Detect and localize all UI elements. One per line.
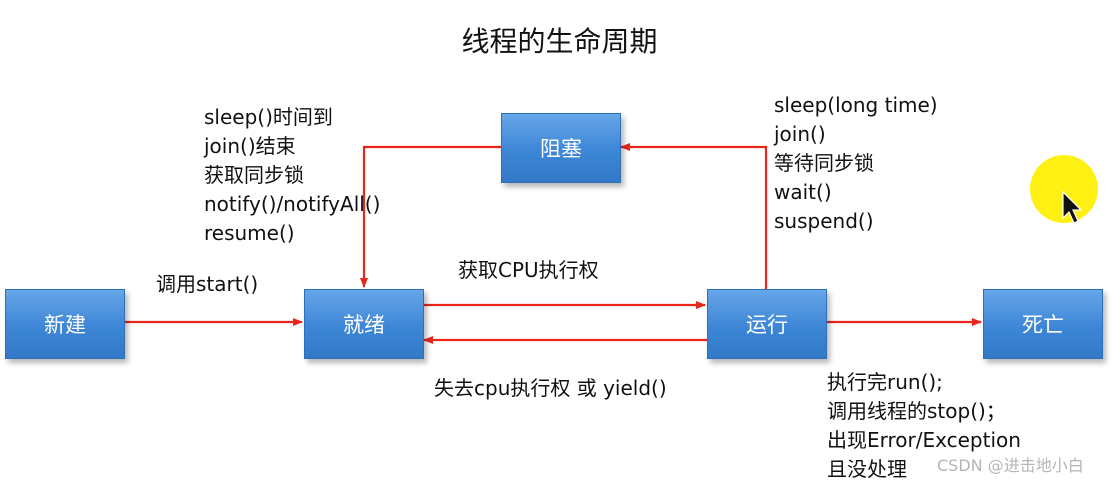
finish-condition: 出现Error/Exception <box>827 428 1021 452</box>
state-new: 新建 <box>5 289 125 359</box>
unblock-condition: 获取同步锁 <box>204 163 304 187</box>
arrow-blocked-to-ready <box>360 145 501 288</box>
finish-condition: 且没处理 <box>827 457 907 481</box>
state-running: 运行 <box>707 289 827 359</box>
unblock-condition: resume() <box>204 221 295 245</box>
block-condition: wait() <box>774 180 832 204</box>
state-blocked: 阻塞 <box>501 113 621 183</box>
block-condition: join() <box>774 122 826 146</box>
label-get-cpu: 获取CPU执行权 <box>458 258 599 282</box>
label-finish-conditions: 执行完run(); 调用线程的stop()； 出现Error/Exception… <box>827 368 1021 484</box>
label-block-conditions: sleep(long time) join() 等待同步锁 wait() sus… <box>774 91 938 236</box>
watermark: CSDN @进击地小白 <box>937 456 1084 475</box>
mouse-pointer-icon <box>1062 191 1083 224</box>
arrow-running-to-blocked <box>620 143 768 289</box>
unblock-condition: sleep()时间到 <box>204 105 333 129</box>
label-lose-cpu: 失去cpu执行权 或 yield() <box>434 376 667 400</box>
block-condition: 等待同步锁 <box>774 151 874 175</box>
state-dead: 死亡 <box>983 289 1103 359</box>
block-condition: sleep(long time) <box>774 93 938 117</box>
label-start: 调用start() <box>156 272 259 296</box>
label-unblock-conditions: sleep()时间到 join()结束 获取同步锁 notify()/notif… <box>204 103 380 248</box>
unblock-condition: notify()/notifyAll() <box>204 192 381 216</box>
finish-condition: 执行完run(); <box>827 370 943 394</box>
diagram-title: 线程的生命周期 <box>461 25 658 58</box>
finish-condition: 调用线程的stop()； <box>827 399 1006 423</box>
block-condition: suspend() <box>774 209 874 233</box>
unblock-condition: join()结束 <box>204 134 296 158</box>
state-ready: 就绪 <box>304 289 424 359</box>
